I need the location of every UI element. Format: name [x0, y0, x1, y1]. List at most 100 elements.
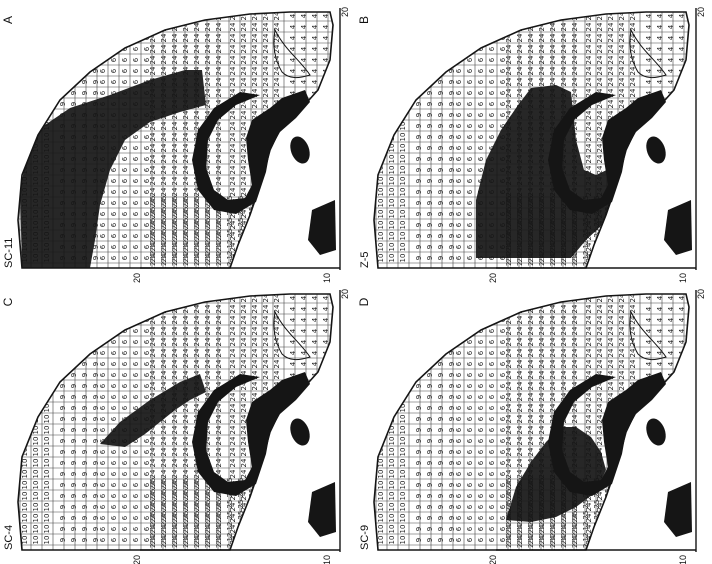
grid-number: 12 — [149, 544, 157, 553]
grid-number: 9 — [426, 113, 434, 117]
grid-number: 12 — [248, 544, 256, 553]
grid-number: 24 — [229, 326, 237, 335]
grid-number: 12 — [505, 533, 513, 542]
grid-number: 9 — [448, 25, 456, 29]
grid-number: 24 — [204, 348, 212, 357]
grid-number: 12 — [527, 262, 535, 271]
grid-number: 10 — [32, 327, 40, 336]
grid-number: 10 — [32, 437, 40, 446]
grid-number: 24 — [204, 304, 212, 313]
grid-number: 10 — [377, 144, 385, 153]
grid-number: 6 — [488, 79, 496, 84]
grid-number: 24 — [229, 337, 237, 346]
grid-number: 10 — [377, 67, 385, 76]
grid-number: 24 — [505, 44, 513, 53]
grid-number: 24 — [262, 370, 270, 379]
grid-number: 10 — [21, 305, 29, 314]
grid-number: 6 — [477, 416, 485, 421]
grid-number: 6 — [110, 482, 118, 487]
grid-number: 24 — [596, 66, 604, 75]
grid-number: 12 — [538, 544, 546, 553]
grid-number: 24 — [560, 55, 568, 64]
grid-number: 6 — [466, 200, 474, 205]
grid-number: 6 — [110, 46, 118, 51]
grid-number: 6 — [466, 394, 474, 399]
grid-number: 4 — [678, 306, 686, 311]
grid-number: 6 — [121, 295, 129, 300]
grid-number: 24 — [204, 381, 212, 390]
grid-number: 24 — [215, 326, 223, 335]
grid-number: 9 — [426, 296, 434, 300]
grid-number: 6 — [143, 24, 151, 29]
grid-number: 4 — [678, 35, 686, 40]
grid-number: 4 — [656, 24, 664, 29]
grid-number: 6 — [110, 526, 118, 531]
grid-number: 10 — [21, 316, 29, 325]
grid-number: 24 — [251, 315, 259, 324]
grid-number: 6 — [121, 482, 129, 487]
grid-number: 10 — [399, 294, 407, 303]
grid-number: 6 — [99, 394, 107, 399]
grid-number: 9 — [437, 307, 445, 311]
grid-number: 24 — [215, 414, 223, 423]
grid-number: 10 — [32, 382, 40, 391]
grid-number: 6 — [99, 460, 107, 465]
grid-number: 10 — [388, 448, 396, 457]
grid-number: 24 — [527, 33, 535, 42]
grid-number: 4 — [645, 350, 653, 355]
grid-number: 9 — [426, 505, 434, 509]
grid-number: 9 — [437, 329, 445, 333]
grid-number: 12 — [549, 522, 557, 531]
grid-number: 6 — [477, 101, 485, 106]
grid-number: 4 — [289, 515, 297, 520]
grid-number: 6 — [99, 35, 107, 40]
grid-number: 25 — [160, 207, 168, 216]
grid-number: 24 — [629, 143, 637, 152]
grid-number: 9 — [92, 58, 100, 62]
grid-number: 10 — [32, 481, 40, 490]
grid-number: 10 — [43, 316, 51, 325]
grid-number: 9 — [426, 124, 434, 128]
grid-number: 24 — [629, 198, 637, 207]
grid-number: 24 — [251, 220, 259, 229]
grid-number: 24 — [505, 469, 513, 478]
grid-number: 4 — [656, 255, 664, 260]
panel-letter: C — [1, 297, 15, 306]
grid-number: 12 — [215, 522, 223, 531]
grid-number: 25 — [193, 511, 201, 520]
grid-number: 24 — [596, 359, 604, 368]
grid-number: 9 — [81, 340, 89, 344]
grid-number: 6 — [121, 200, 129, 205]
grid-number: 12 — [604, 533, 612, 542]
grid-number: 10 — [377, 525, 385, 534]
grid-number: 25 — [226, 218, 234, 227]
grid-number: 9 — [70, 494, 78, 498]
grid-number: 10 — [21, 67, 29, 76]
grid-number: 24 — [171, 165, 179, 174]
grid-number: 24 — [618, 209, 626, 218]
grid-number: 12 — [527, 522, 535, 531]
grid-number: 4 — [311, 79, 319, 84]
grid-number: 9 — [415, 318, 423, 322]
grid-number: 6 — [110, 317, 118, 322]
grid-number: 6 — [466, 350, 474, 355]
grid-number: 4 — [656, 244, 664, 249]
grid-number: 24 — [273, 165, 281, 174]
grid-number: 4 — [667, 79, 675, 84]
grid-number: 6 — [132, 167, 140, 172]
grid-number: 6 — [455, 460, 463, 465]
grid-number: 9 — [415, 461, 423, 465]
grid-number: 12 — [516, 262, 524, 271]
grid-number: 12 — [560, 262, 568, 271]
grid-number: 4 — [311, 178, 319, 183]
grid-number: 6 — [110, 405, 118, 410]
grid-number: 12 — [538, 533, 546, 542]
grid-number: 24 — [571, 326, 579, 335]
grid-number: 4 — [678, 123, 686, 128]
end-marker — [308, 200, 336, 255]
grid-number: 4 — [300, 482, 308, 487]
grid-number: 24 — [527, 359, 535, 368]
grid-number: 24 — [171, 469, 179, 478]
grid-number: 6 — [466, 515, 474, 520]
grid-number: 4 — [311, 295, 319, 300]
